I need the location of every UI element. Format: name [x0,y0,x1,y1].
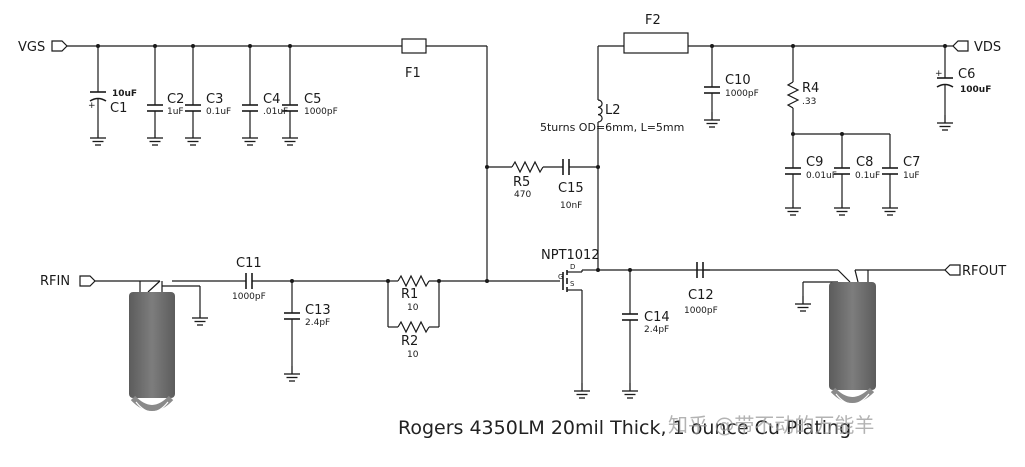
c10-capacitor: C10 1000pF [703,46,759,128]
board-note: Rogers 4350LM 20mil Thick, 1 ounce Cu Pl… [398,417,851,439]
c12-value: 1000pF [684,306,718,316]
c6-capacitor: + C6 100uF [935,46,991,131]
vds-rail [688,44,948,48]
rfout-port: RFOUT [944,264,1006,279]
f1-ref: F1 [405,66,421,81]
c5-capacitor: C5 1000pF [281,46,338,146]
q1-pin-g: G [558,273,563,281]
q1-pin-d: D [570,263,575,271]
f2-ref: F2 [645,13,661,28]
drain-feed-line [597,45,624,270]
c7-ref: C7 [903,155,920,170]
c9-value: 0.01uF [806,171,837,181]
q1-pin-s: S [570,280,575,288]
c1-value: 10uF [112,89,137,99]
l2-value: 5turns OD=6mm, L=5mm [540,121,684,134]
rfin-label: RFIN [40,274,70,289]
c8-ref: C8 [856,155,873,170]
c11-ref: C11 [236,256,262,271]
c7-value: 1uF [903,171,920,181]
c6-ref: C6 [958,67,975,82]
r2-value: 10 [407,350,419,360]
c14-capacitor: C14 2.4pF [621,270,670,399]
c1-capacitor: + C1 10uF [88,46,137,146]
c8-capacitor: C8 0.1uF [833,134,880,216]
vgs-rail [67,44,489,282]
c8-value: 0.1uF [855,171,880,181]
r5-ref: R5 [513,175,530,190]
c15-ref: C15 [558,181,584,196]
l2-inductor: L2 5turns OD=6mm, L=5mm [540,99,684,134]
r4-value: .33 [802,97,816,107]
r2-resistor: R2 10 [387,281,440,360]
c9-capacitor: C9 0.01uF [784,155,837,216]
input-transformer [95,280,230,413]
output-transformer [794,269,945,405]
c15-value: 10nF [560,201,582,211]
r1-resistor: R1 10 [386,274,489,313]
c12-ref: C12 [688,288,714,303]
c13-capacitor: C13 2.4pF [283,281,331,382]
r1-value: 10 [407,303,419,313]
vgs-port: VGS [18,40,68,55]
watermark: 知乎 @带不动的万能羊 [668,413,874,437]
c14-value: 2.4pF [644,325,669,335]
c2-capacitor: C2 1uF [146,46,184,146]
c11-capacitor: C11 1000pF [230,256,388,302]
rfin-port: RFIN [40,274,96,289]
c1-ref: C1 [110,101,127,116]
r1-ref: R1 [401,287,418,302]
c10-ref: C10 [725,73,751,88]
c14-ref: C14 [644,310,670,325]
svg-text:+: + [935,69,943,79]
f1-ferrite-bead: F1 [401,38,427,81]
c10-value: 1000pF [725,89,759,99]
c15-capacitor: C15 10nF [558,159,600,211]
c13-ref: C13 [305,303,331,318]
c4-value: .01uF [263,107,288,117]
q1-ref: NPT1012 [541,248,600,263]
vds-port: VDS [948,40,1001,55]
r4-ref: R4 [802,81,819,96]
c3-capacitor: C3 0.1uF [184,46,231,146]
c4-ref: C4 [263,92,280,107]
svg-text:+: + [88,101,96,111]
f2-ferrite-bead: F2 [623,13,689,54]
c3-ref: C3 [206,92,223,107]
r5-resistor: R5 470 [487,160,563,200]
npt1012-transistor: NPT1012 G D S [487,248,710,399]
c2-ref: C2 [167,92,184,107]
c6-value: 100uF [960,85,991,95]
c9-ref: C9 [806,155,823,170]
c4-capacitor: C4 .01uF [241,46,288,146]
c11-value: 1000pF [232,292,266,302]
r2-ref: R2 [401,334,418,349]
r5-value: 470 [514,190,531,200]
c13-value: 2.4pF [305,318,330,328]
c12-capacitor: C12 1000pF [684,262,838,316]
vgs-label: VGS [18,40,45,55]
c7-capacitor: C7 1uF [881,134,920,216]
c5-value: 1000pF [304,107,338,117]
l2-ref: L2 [605,103,621,118]
c3-value: 0.1uF [206,107,231,117]
r4-resistor: R4 .33 [786,46,890,168]
vds-label: VDS [974,40,1001,55]
rfout-label: RFOUT [962,264,1006,279]
c5-ref: C5 [304,92,321,107]
c2-value: 1uF [167,107,184,117]
